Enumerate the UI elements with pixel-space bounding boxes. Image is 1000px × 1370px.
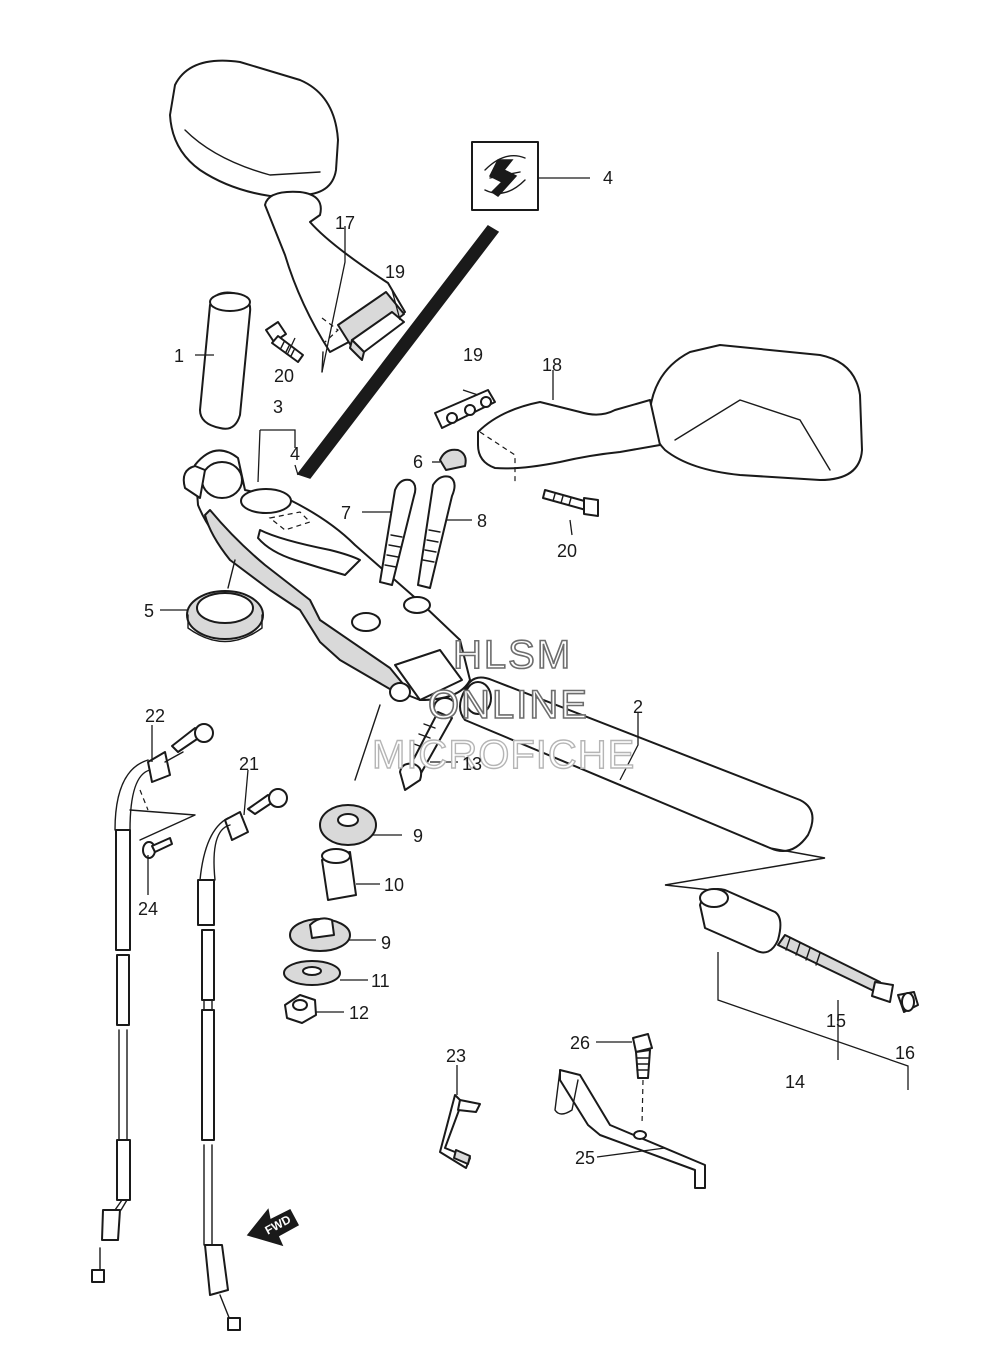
mirror-gasket-right[interactable] [434,389,496,429]
callout-7: 7 [341,503,351,523]
watermark-line-2: ONLINE [428,683,589,727]
callout-12: 12 [349,1003,369,1023]
bracket-14 [717,952,909,1090]
watermark-line-3: MICROFICHE [372,733,635,777]
callout-19-right: 19 [463,345,483,365]
rubber-bushing-upper[interactable] [319,804,377,846]
callout-25: 25 [575,1148,595,1168]
callout-16: 16 [895,1043,915,1063]
callout-2: 2 [633,697,643,717]
handlebar-tube[interactable] [459,676,814,852]
throttle-cable-22[interactable] [91,723,214,1283]
callout-10: 10 [384,875,404,895]
suzuki-emblem[interactable] [471,141,539,211]
handlebar-clamp-body[interactable] [182,449,471,719]
callout-9-upper: 9 [413,826,423,846]
rubber-bushing-lower[interactable] [289,917,351,952]
cable-clamp-23[interactable] [439,1094,481,1169]
screw-24-pointer [129,809,196,841]
cap[interactable] [439,448,467,471]
dash-mark [139,789,149,811]
spacer-collar[interactable] [321,848,357,901]
screw-24[interactable] [142,837,173,859]
washer[interactable] [283,960,341,986]
callout-1: 1 [174,346,184,366]
watermark: HLSM ONLINE MICROFICHE [371,632,635,778]
callout-22: 22 [145,706,165,726]
callout-23: 23 [446,1046,466,1066]
bolt-13[interactable] [399,711,453,791]
callout-26: 26 [570,1033,590,1053]
callout-9-lower: 9 [381,933,391,953]
callout-11: 11 [371,971,390,991]
callout-4-location: 4 [290,444,300,464]
left-mirror[interactable] [169,59,406,373]
handlebar-grip[interactable] [199,291,252,430]
bracket-25[interactable] [554,1069,706,1189]
watermark-line-1: HLSM [453,633,572,677]
callout-19-left: 19 [385,262,405,282]
seal-ring-pointer [227,559,236,589]
callout-3: 3 [273,397,283,417]
callout-15: 15 [826,1011,846,1031]
bar-end-washer[interactable] [897,991,919,1013]
bolt-26[interactable] [632,1033,653,1079]
center-line [354,704,381,781]
forward-arrow: FWD [246,1208,300,1247]
break-line [664,847,826,891]
bar-end-screw[interactable] [777,934,894,1003]
nut[interactable] [284,994,317,1024]
seal-ring[interactable] [186,590,264,643]
right-mirror[interactable] [477,344,863,485]
callout-labels: 1 2 3 4 4 5 6 7 8 9 9 10 11 12 13 14 15 … [138,168,915,1168]
callout-5: 5 [144,601,154,621]
mirror-bolt-right[interactable] [542,489,599,517]
mirror-gasket-left[interactable] [349,311,405,361]
callout-21: 21 [239,754,259,774]
callout-14: 14 [785,1072,805,1092]
callout-6: 6 [413,452,423,472]
clamp-bolt-7[interactable] [379,478,417,586]
callout-17: 17 [335,213,355,233]
bar-end-weight[interactable] [699,888,782,954]
callout-13: 13 [462,754,482,774]
callout-18: 18 [542,355,562,375]
leader-lines [147,177,666,1158]
bolt-26-line [641,1079,644,1126]
clamp-bolt-8[interactable] [417,475,456,589]
callout-20-left: 20 [274,366,294,386]
emblem-location-pointer [296,225,500,479]
callout-8: 8 [477,511,487,531]
callout-4-emblem: 4 [603,168,613,188]
callout-24: 24 [138,899,158,919]
mirror-bolt-left[interactable] [265,321,304,363]
callout-20-right: 20 [557,541,577,561]
throttle-cable-21[interactable] [197,788,288,1331]
